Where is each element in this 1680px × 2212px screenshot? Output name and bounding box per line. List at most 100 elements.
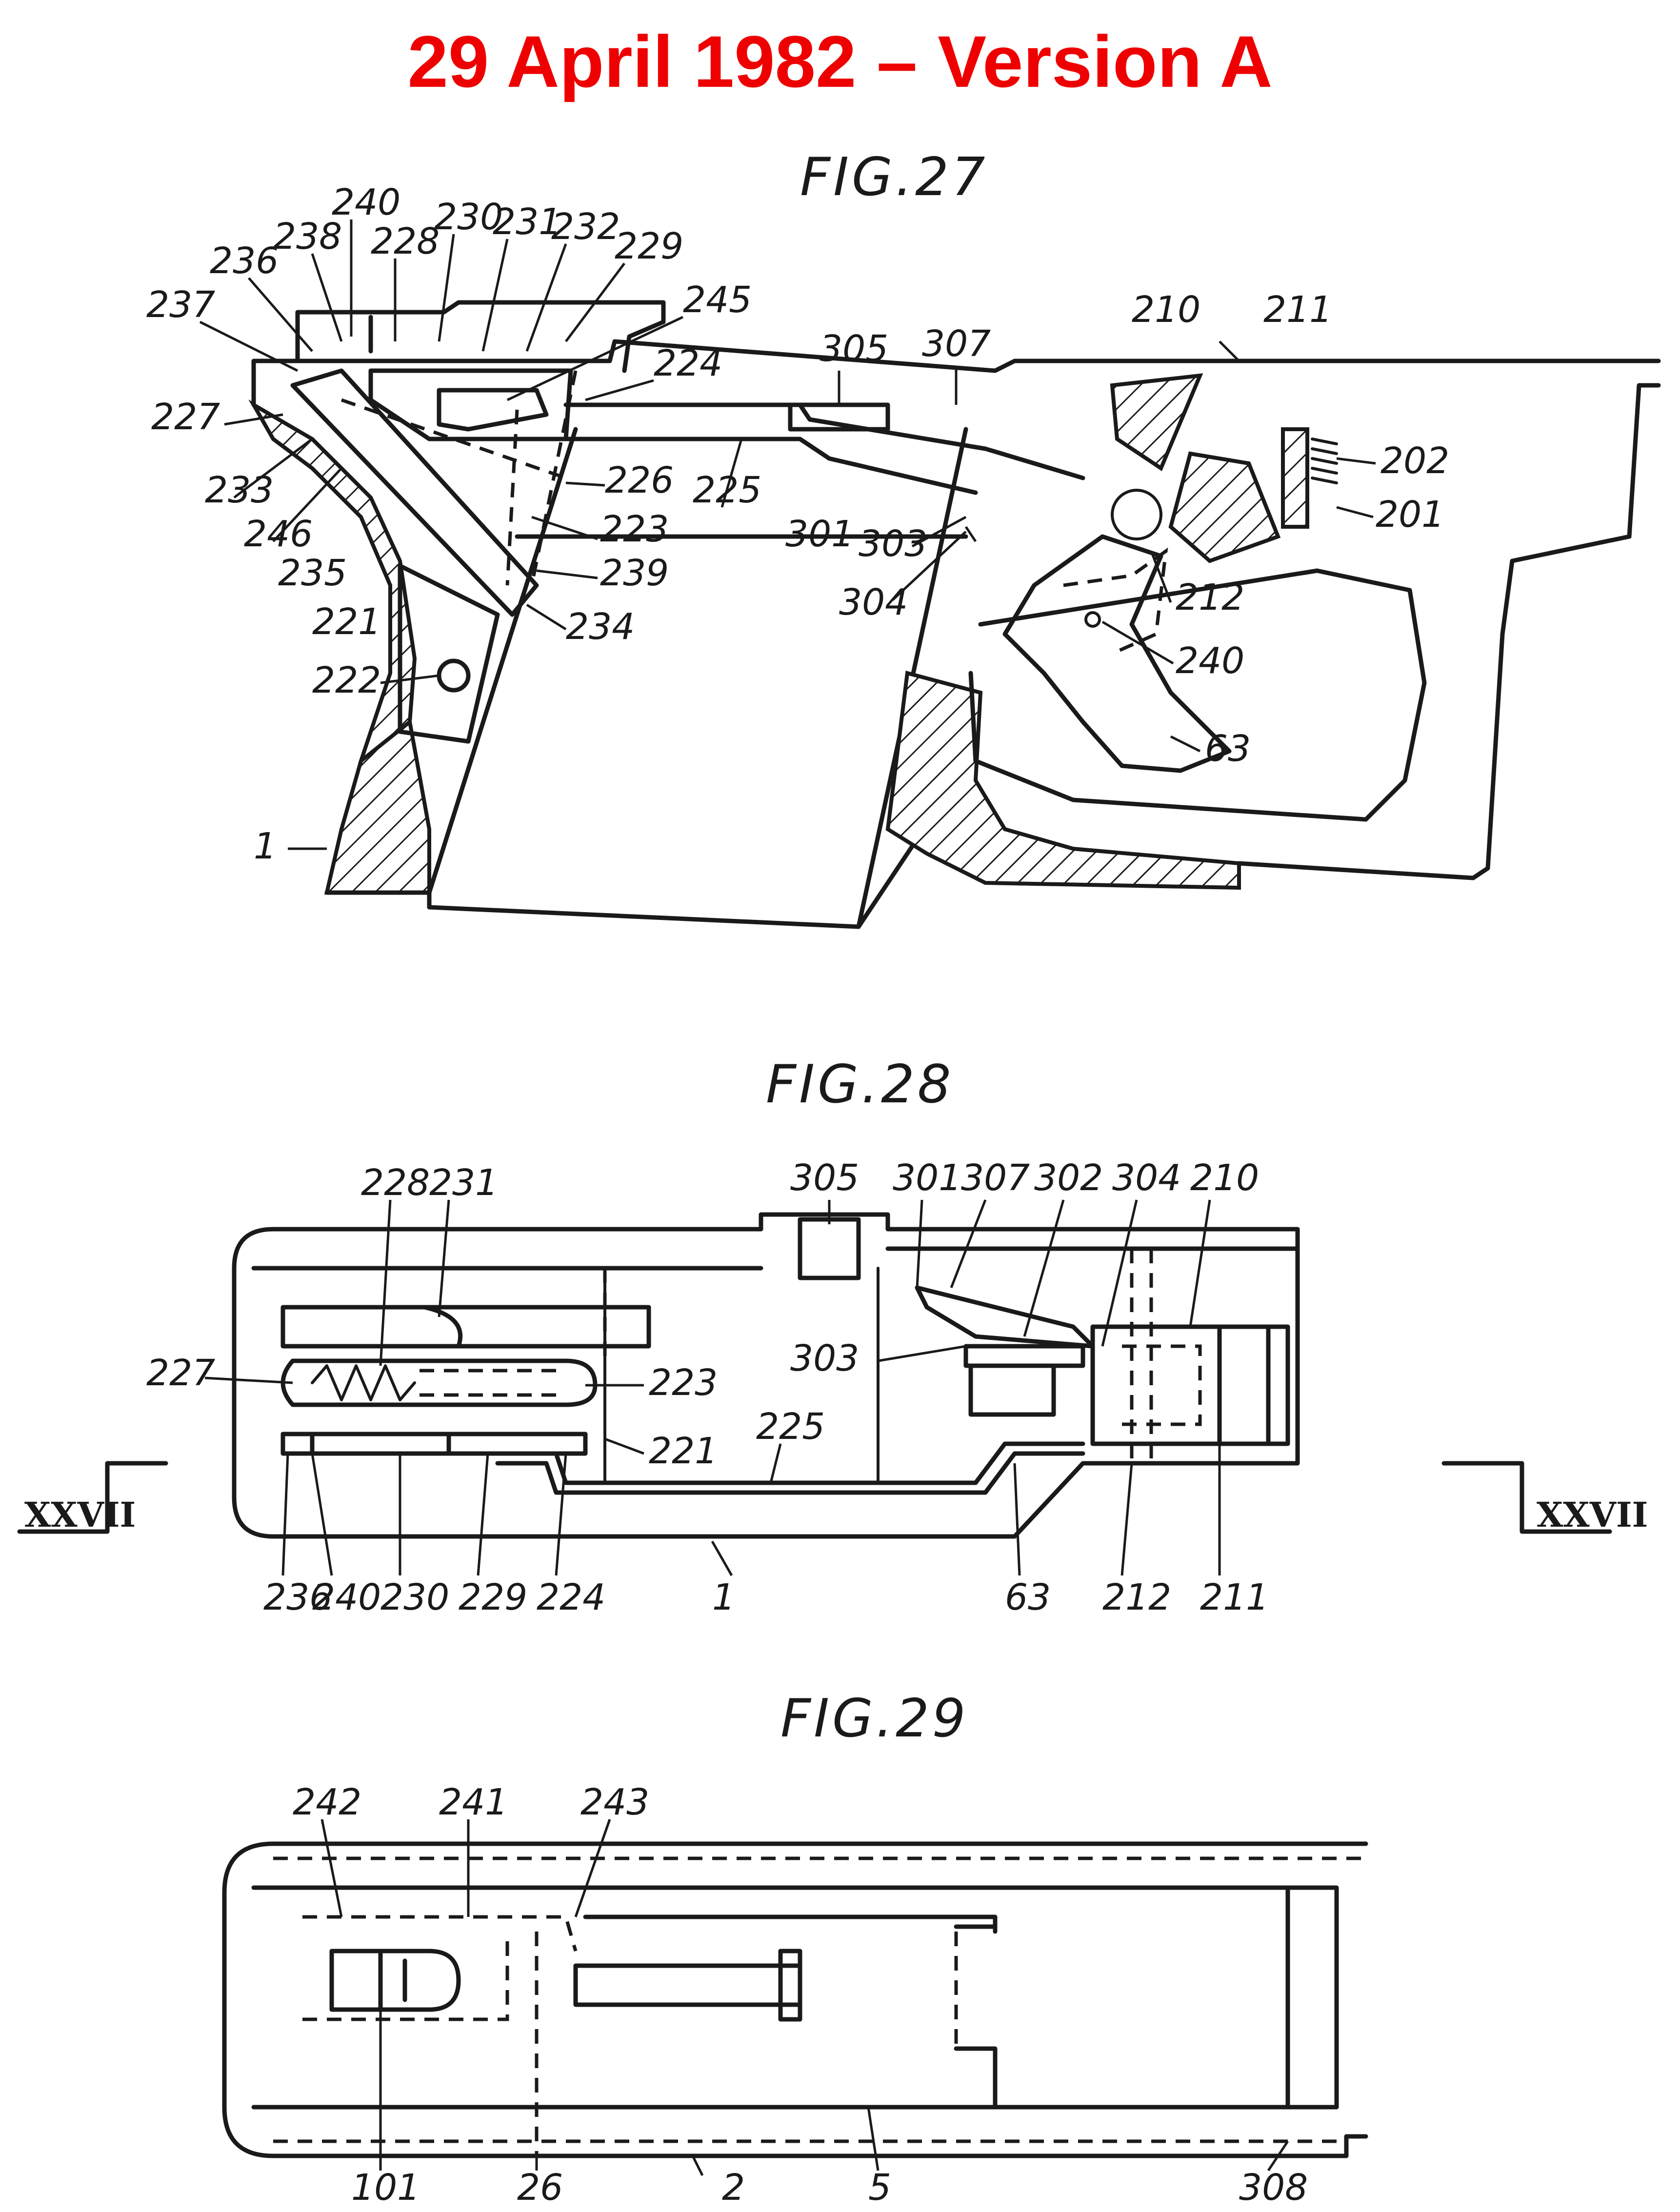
fig27-guard-opening [968, 568, 1427, 822]
fig28-spring-228 [311, 1364, 416, 1401]
fig28-frame-outline [232, 1212, 1300, 1539]
label: 230 [434, 196, 503, 238]
label: 302 [1034, 1157, 1103, 1199]
label: 221 [649, 1430, 718, 1472]
label: 229 [459, 1576, 527, 1618]
fig29-drawing: FIG.29 242 241 243 101 26 2 5 308 [222, 1688, 1368, 2209]
label: 303 [790, 1337, 859, 1379]
fig28-tab-231 [422, 1305, 463, 1349]
fig27-labels: 240 238 236 237 228 230 231 232 229 245 … [146, 181, 1449, 867]
label: 224 [537, 1576, 605, 1618]
fig28-spring-housing-223 [280, 1358, 598, 1407]
fig29-rail-top [583, 1914, 998, 2110]
label: 210 [1132, 289, 1200, 331]
fig29-outer-dash [273, 1856, 1366, 2143]
fig27-trigger-bar [563, 402, 1085, 495]
label: 240 [1176, 640, 1244, 682]
label: 1 [254, 825, 277, 867]
label: 240 [332, 181, 400, 223]
fig28-hidden-lines [603, 1249, 1202, 1463]
fig27-frame-outline [251, 339, 1661, 929]
fig27-drawing: FIG.27 [146, 147, 1661, 929]
fig29-block-5 [573, 1949, 802, 2022]
fig29-leader-lines [320, 1819, 1289, 2176]
label: 242 [293, 1781, 361, 1823]
label: 101 [351, 2167, 420, 2209]
label: 227 [146, 1352, 215, 1394]
fig28-rear-block [280, 1305, 651, 1349]
label: 232 [551, 206, 620, 248]
label: 301 [785, 513, 854, 555]
label: 26 [517, 2167, 563, 2209]
fig27-caption: FIG.27 [800, 147, 988, 208]
fig27-front-block [1168, 451, 1281, 563]
fig29-firing-pin-101 [329, 1949, 461, 2012]
label: 243 [580, 1781, 649, 1823]
label: 236 [263, 1576, 332, 1618]
label: 231 [429, 1162, 498, 1204]
fig28-barrel-210 [1090, 1324, 1290, 1446]
fig29-inner-rails [251, 1885, 1339, 2110]
label: 211 [1200, 1576, 1269, 1618]
fig28-slide-block-305 [798, 1217, 861, 1280]
label: 234 [566, 606, 635, 648]
label: 308 [1239, 2167, 1308, 2209]
fig28-labels: 228 231 227 223 221 225 236 240 230 229 … [146, 1157, 1269, 1618]
fig28-section-right [1441, 1461, 1612, 1534]
label: 5 [868, 2167, 891, 2209]
label: 223 [600, 508, 669, 550]
label: 223 [649, 1362, 718, 1404]
label: 211 [1263, 289, 1332, 331]
label: 221 [312, 601, 381, 643]
label: 241 [439, 1781, 508, 1823]
page-title: 29 April 1982 – Version A [407, 20, 1273, 102]
label: 224 [654, 342, 722, 384]
fig28-block-63 [968, 1363, 1056, 1417]
fig27-grip-base [324, 718, 431, 895]
fig27-upper-lug [1110, 373, 1203, 472]
label: 212 [1102, 1576, 1171, 1618]
label: 307 [922, 323, 991, 365]
fig28-caption: FIG.28 [766, 1054, 954, 1115]
fig29-extractor-241 [302, 1915, 578, 2021]
label: 239 [600, 552, 669, 594]
label: 228 [361, 1162, 430, 1204]
label: 231 [493, 201, 561, 243]
label: 210 [1190, 1157, 1259, 1199]
fig27-pivot-212 [1111, 489, 1162, 540]
fig28-leader-lines [204, 1199, 1221, 1576]
fig29-hidden-26 [535, 1932, 958, 2156]
fig27-pin-240 [1084, 611, 1101, 628]
label: 1 [712, 1576, 735, 1618]
label: 237 [146, 284, 215, 326]
label: 245 [683, 279, 752, 321]
label: 212 [1176, 577, 1244, 618]
fig28-drawing: FIG.28 XXVII XXVII 228 231 227 223 2 [17, 1054, 1648, 1618]
label: 201 [1376, 494, 1444, 536]
label: 228 [371, 220, 440, 262]
label: 305 [790, 1157, 859, 1199]
label: 222 [312, 659, 381, 701]
label: 227 [151, 396, 220, 438]
fig29-labels: 242 241 243 101 26 2 5 308 [293, 1781, 1308, 2209]
fig28-section-mark-left: XXVII [24, 1495, 136, 1535]
fig28-section-left [17, 1461, 168, 1534]
label: 301 [893, 1157, 961, 1199]
label: 305 [820, 328, 888, 370]
label: 229 [615, 225, 683, 267]
label: 230 [380, 1576, 449, 1618]
fig28-lower-bar [280, 1432, 588, 1456]
label: 226 [605, 459, 674, 501]
fig27-trigger-hidden [1063, 547, 1168, 656]
label: 307 [961, 1157, 1030, 1199]
label: 2 [722, 2167, 745, 2209]
fig27-sear-block [368, 368, 573, 441]
fig27-leader-lines [199, 219, 1376, 850]
label: 236 [210, 240, 279, 282]
fig29-slide-outline [222, 1841, 1368, 2158]
fig29-caption: FIG.29 [780, 1688, 968, 1749]
fig27-spring-block [1281, 427, 1309, 529]
fig28-inner-top [251, 1246, 1300, 1271]
label: 63 [1205, 728, 1251, 770]
label: 235 [278, 552, 347, 594]
